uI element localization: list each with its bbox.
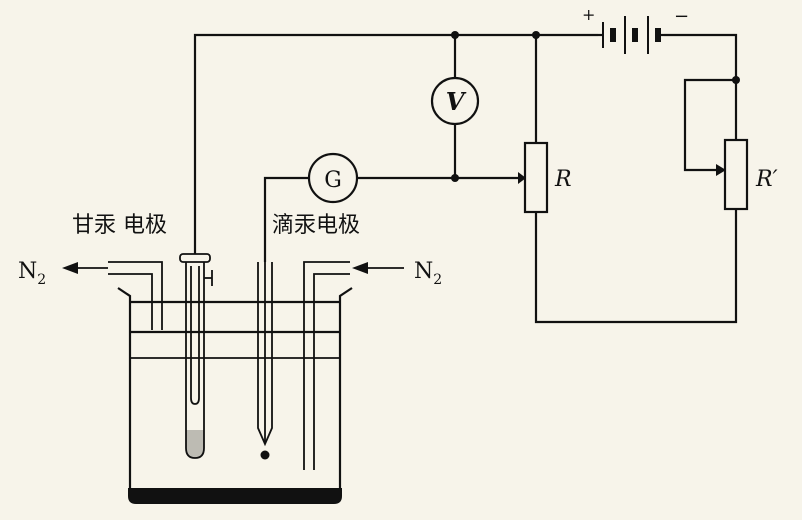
resistor-r: [518, 141, 549, 214]
n2-inlet-tube: [303, 261, 350, 470]
calomel-electrode: [179, 253, 213, 459]
n2-outlet-label: N2: [18, 259, 46, 288]
dropping-mercury-electrode: [257, 262, 273, 460]
voltmeter: V: [430, 76, 480, 126]
n2-inlet-label: N2: [414, 259, 442, 288]
n2-outlet-tube: [108, 261, 163, 330]
junction-dots: [451, 31, 740, 182]
galvanometer-label: G: [324, 168, 342, 193]
n2-inlet-arrow-icon: [352, 262, 404, 274]
rheostat-r-prime: [716, 138, 749, 211]
electrolytic-cell-beaker: [117, 287, 353, 504]
dropping-mercury-electrode-label: 滴汞电极: [272, 213, 360, 238]
battery-minus-label: −: [674, 6, 689, 27]
resistor-r-label: R: [554, 167, 572, 192]
voltmeter-label: V: [446, 87, 467, 116]
n2-outlet-arrow-icon: [62, 262, 108, 274]
calomel-electrode-label: 甘汞 电极: [72, 213, 167, 238]
circuit-wires: [193, 33, 738, 324]
galvanometer: G: [307, 152, 359, 204]
battery-icon: [598, 16, 664, 54]
rheostat-r-prime-label: R′: [755, 167, 778, 192]
battery-plus-label: +: [582, 5, 595, 24]
